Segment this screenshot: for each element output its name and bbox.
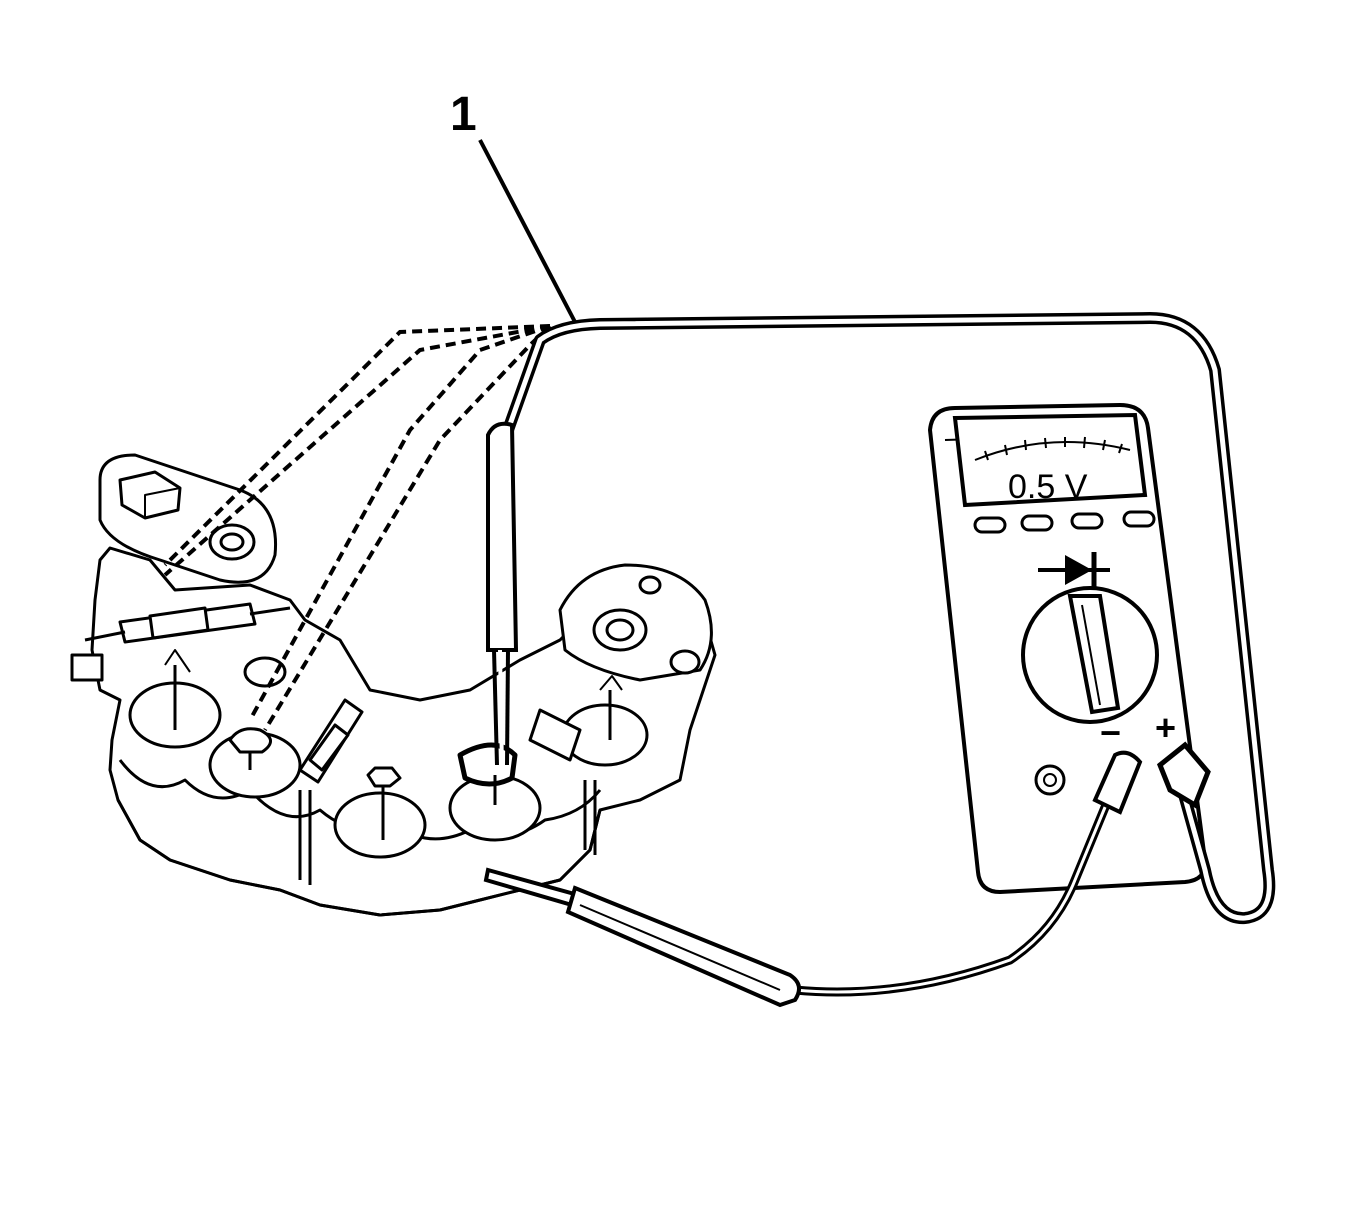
diode-well (561, 675, 649, 767)
negative-test-lead (790, 795, 1113, 997)
multimeter: 0.5 V − + (927, 402, 1208, 895)
mounting-ear-left (98, 453, 278, 584)
positive-terminal-label: + (1155, 707, 1176, 748)
callout-1: 1 (450, 88, 577, 323)
meter-reading: 0.5 V (1008, 468, 1088, 506)
negative-probe (483, 867, 801, 1008)
diode-component (528, 708, 597, 855)
meter-function-button[interactable] (1020, 514, 1054, 532)
negative-lead-plug (1092, 750, 1143, 815)
diode-well (208, 727, 302, 799)
meter-rotary-dial[interactable] (1021, 586, 1159, 724)
positive-probe (486, 421, 519, 771)
meter-function-button[interactable] (1070, 512, 1104, 530)
meter-function-button[interactable] (973, 516, 1007, 534)
diode-component (70, 602, 291, 682)
callout-number: 1 (450, 88, 477, 141)
positive-lead-plug (1156, 741, 1211, 809)
bridge-hole (243, 656, 287, 688)
alternate-probe-paths (163, 324, 552, 732)
negative-terminal-label: − (1100, 712, 1121, 753)
diode-well (128, 649, 222, 749)
positive-test-lead (502, 312, 1276, 925)
meter-function-button[interactable] (1122, 510, 1156, 528)
diode-well (333, 766, 427, 859)
rectifier-bridge (70, 453, 717, 917)
mounting-ear-right (558, 563, 713, 682)
meter-display: 0.5 V (952, 412, 1148, 508)
diode-symbol-icon (1038, 552, 1110, 590)
meter-buttons (973, 510, 1156, 534)
diode-component (298, 698, 364, 885)
